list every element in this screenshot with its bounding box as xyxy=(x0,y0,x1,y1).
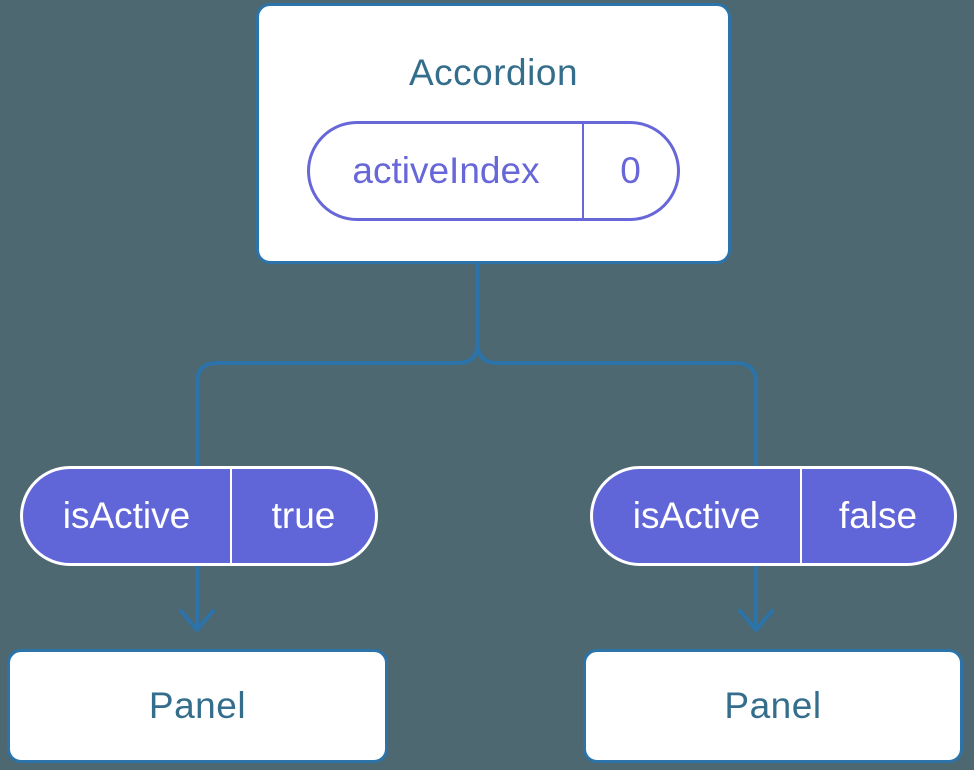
state-name: activeIndex xyxy=(310,124,584,218)
connector-right-branch xyxy=(475,341,758,629)
panel-title-right: Panel xyxy=(724,685,822,726)
prop-value-left: true xyxy=(271,495,336,536)
accordion-title: Accordion xyxy=(408,52,579,93)
state-value: 0 xyxy=(620,150,641,191)
connector-left-branch xyxy=(195,260,480,629)
accordion-card: Accordion activeIndex 0 xyxy=(256,3,731,264)
prop-name-right: isActive xyxy=(593,469,802,563)
panel-card-right: Panel xyxy=(583,649,963,763)
prop-pill-right: isActive false xyxy=(590,466,957,566)
down-arrow-left-icon xyxy=(179,609,215,632)
prop-name-left: isActive xyxy=(23,469,232,563)
panel-title-left: Panel xyxy=(148,685,247,726)
prop-value-right: false xyxy=(838,495,918,536)
state-pill: activeIndex 0 xyxy=(307,121,680,221)
down-arrow-right-icon xyxy=(738,609,774,632)
panel-card-left: Panel xyxy=(7,649,388,763)
prop-pill-left: isActive true xyxy=(20,466,378,566)
